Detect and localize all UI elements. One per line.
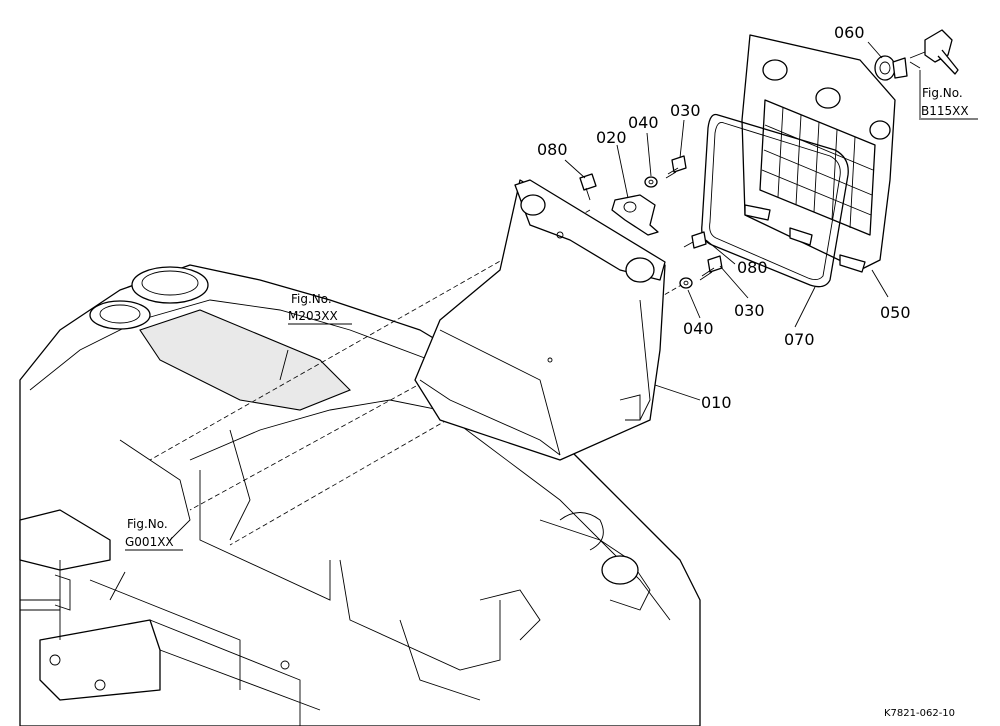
fastener-030-right	[699, 255, 723, 281]
figref-g001-label: Fig.No.	[127, 517, 168, 531]
fastener-040-top	[644, 176, 658, 188]
drawing-code: K7821-062-10	[884, 708, 955, 719]
part-020-latch	[611, 194, 659, 236]
callout-080-top: 080	[537, 140, 568, 159]
callout-040-right: 040	[683, 319, 714, 338]
callout-060: 060	[834, 23, 865, 42]
figref-b115: Fig.No. B115XX	[921, 86, 978, 120]
callout-070: 070	[784, 330, 815, 349]
figref-g001-code: G001XX	[125, 535, 174, 549]
part-070-guard	[701, 113, 849, 288]
figref-m203-code: M203XX	[288, 309, 338, 323]
callout-080-right: 080	[737, 258, 768, 277]
part-060-lock	[874, 29, 959, 81]
figref-b115-code: B115XX	[921, 104, 969, 118]
fastener-040-right	[679, 277, 693, 289]
part-050-panel	[741, 34, 896, 273]
callout-040-top: 040	[628, 113, 659, 132]
fender-body	[19, 264, 701, 726]
figref-b115-label: Fig.No.	[922, 86, 963, 100]
chassis-frame	[19, 509, 321, 726]
part-010-box	[414, 179, 666, 461]
callout-030-top: 030	[670, 101, 701, 120]
fastener-080-right	[683, 231, 707, 249]
callout-010: 010	[701, 393, 732, 412]
callout-030-right: 030	[734, 301, 765, 320]
callout-020: 020	[596, 128, 627, 147]
figref-m203: Fig.No. M203XX	[288, 292, 352, 325]
figref-g001: Fig.No. G001XX	[125, 517, 183, 551]
fastener-080-top	[579, 173, 597, 201]
fastener-030-top	[665, 155, 687, 179]
figref-m203-label: Fig.No.	[291, 292, 332, 306]
leader-lines	[109, 41, 921, 601]
callout-050: 050	[880, 303, 911, 322]
